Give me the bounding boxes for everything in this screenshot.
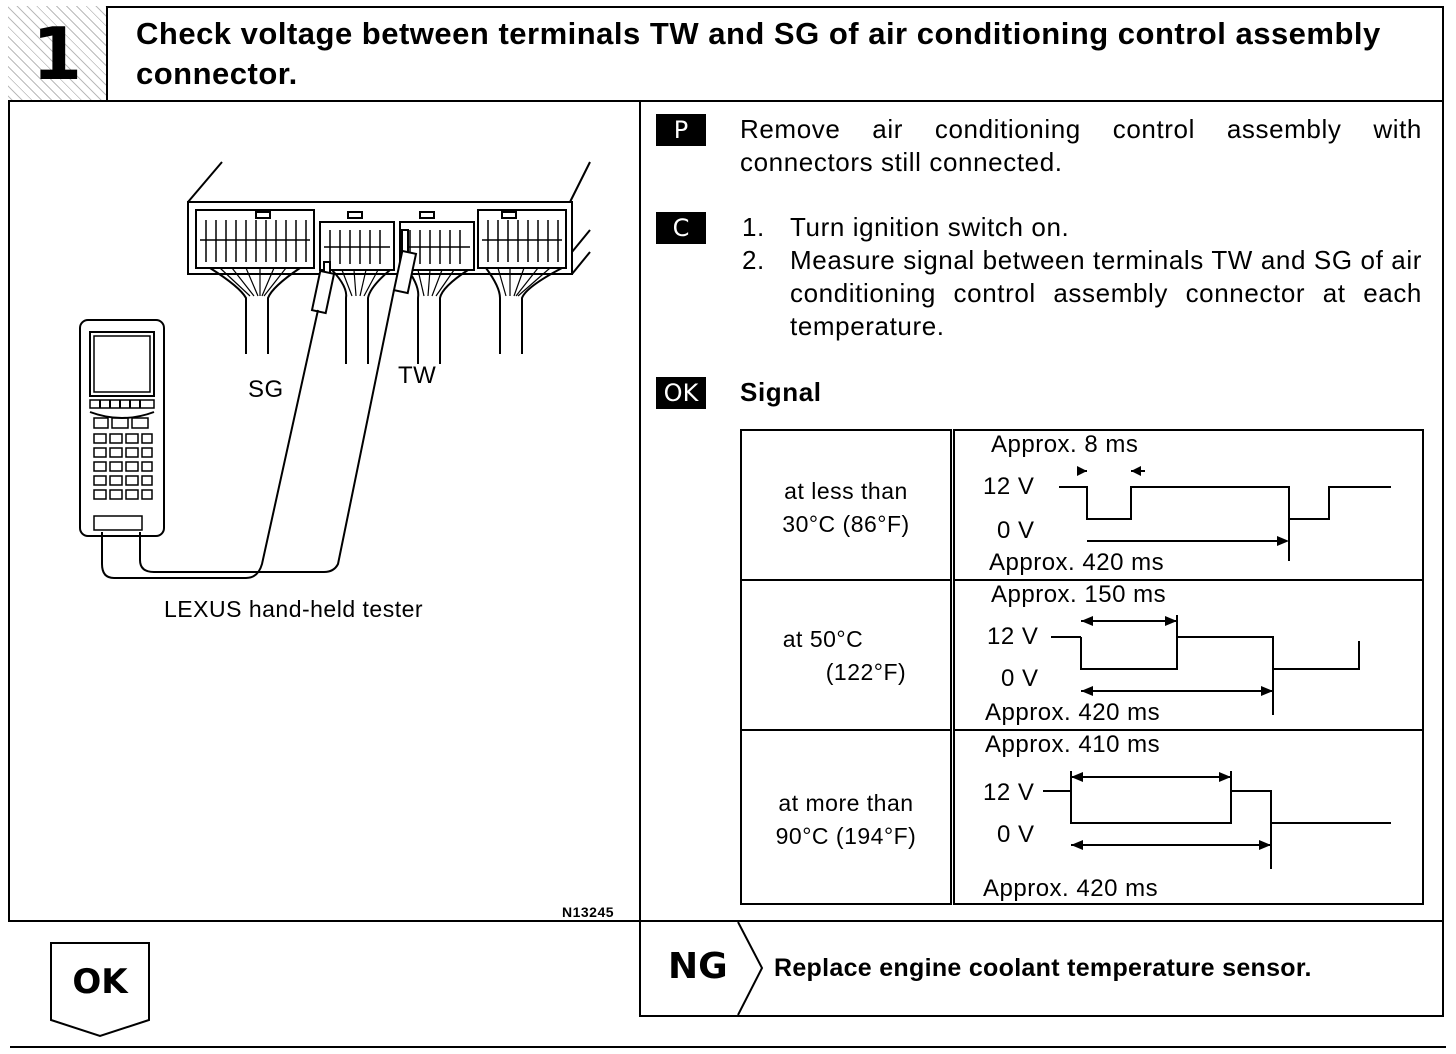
figure-id: N13245 xyxy=(562,904,615,920)
low-label: 0 V xyxy=(997,821,1035,848)
ng-arrow xyxy=(737,922,764,1015)
condition-line1: at less than xyxy=(784,478,908,504)
condition-line1: at more than xyxy=(778,790,914,816)
low-label: 0 V xyxy=(997,517,1035,544)
table-row: at less than 30°C (86°F) Approx. 8 ms 12 … xyxy=(740,429,1424,581)
step-number-badge: 1 xyxy=(8,6,108,101)
waveform xyxy=(1059,466,1391,561)
high-label: 12 V xyxy=(983,473,1035,500)
waveform xyxy=(1043,771,1391,869)
bottom-label: Approx. 420 ms xyxy=(989,549,1165,576)
waveform xyxy=(1051,615,1360,715)
ng-result-box xyxy=(639,920,1444,1017)
check-step1-num: 1. xyxy=(742,212,765,242)
low-label: 0 V xyxy=(1001,665,1039,692)
check-step2: Measure signal between terminals TW and … xyxy=(790,245,1422,341)
label-tw: TW xyxy=(398,362,437,389)
ok-result-badge xyxy=(50,942,150,1038)
prep-tag: P xyxy=(656,114,706,146)
step-title: Check voltage between terminals TW and S… xyxy=(136,16,1381,91)
step-number: 1 xyxy=(31,12,83,96)
condition-cell: at 50°C (122°F) xyxy=(740,579,955,731)
table-row: at 50°C (122°F) Approx. 150 ms 12 V 0 V A… xyxy=(740,579,1424,731)
top-label: Approx. 8 ms xyxy=(991,431,1139,458)
high-label: 12 V xyxy=(983,779,1035,806)
check-step1: Turn ignition switch on. xyxy=(790,212,1070,242)
ng-text: Replace engine coolant temperature senso… xyxy=(774,954,1312,982)
bottom-label: Approx. 420 ms xyxy=(985,699,1161,726)
waveform-cell: Approx. 8 ms 12 V 0 V Approx. 420 ms xyxy=(951,429,1424,581)
check-step2-num: 2. xyxy=(742,245,765,275)
condition-cell: at more than 90°C (194°F) xyxy=(740,729,955,905)
check-tag: C xyxy=(656,212,706,244)
connector-diagram xyxy=(79,161,591,579)
condition-line2: 30°C (86°F) xyxy=(782,511,910,537)
waveform-cell: Approx. 410 ms 12 V 0 V Approx. 420 ms xyxy=(951,729,1424,905)
high-label: 12 V xyxy=(987,623,1039,650)
bottom-label: Approx. 420 ms xyxy=(983,875,1159,902)
ng-label: NG xyxy=(668,946,728,987)
condition-cell: at less than 30°C (86°F) xyxy=(740,429,955,581)
condition-line2: (122°F) xyxy=(825,659,907,685)
top-label: Approx. 150 ms xyxy=(991,581,1167,608)
condition-line1: at 50°C xyxy=(782,626,864,652)
signal-table: at less than 30°C (86°F) Approx. 8 ms 12 … xyxy=(740,429,1424,905)
ok-spec-tag: OK xyxy=(656,377,706,409)
top-label: Approx. 410 ms xyxy=(985,731,1161,758)
prep-text: Remove air conditioning control assembly… xyxy=(740,114,1422,177)
tester-label: LEXUS hand-held tester xyxy=(164,596,424,622)
ok-result-label: OK xyxy=(72,962,128,1002)
label-sg: SG xyxy=(248,376,284,403)
page-footer-rule xyxy=(10,1046,1446,1048)
condition-line2: 90°C (194°F) xyxy=(775,823,917,849)
waveform-cell: Approx. 150 ms 12 V 0 V Approx. 420 ms xyxy=(951,579,1424,731)
signal-label: Signal xyxy=(740,377,822,407)
table-row: at more than 90°C (194°F) Approx. 410 ms … xyxy=(740,729,1424,905)
